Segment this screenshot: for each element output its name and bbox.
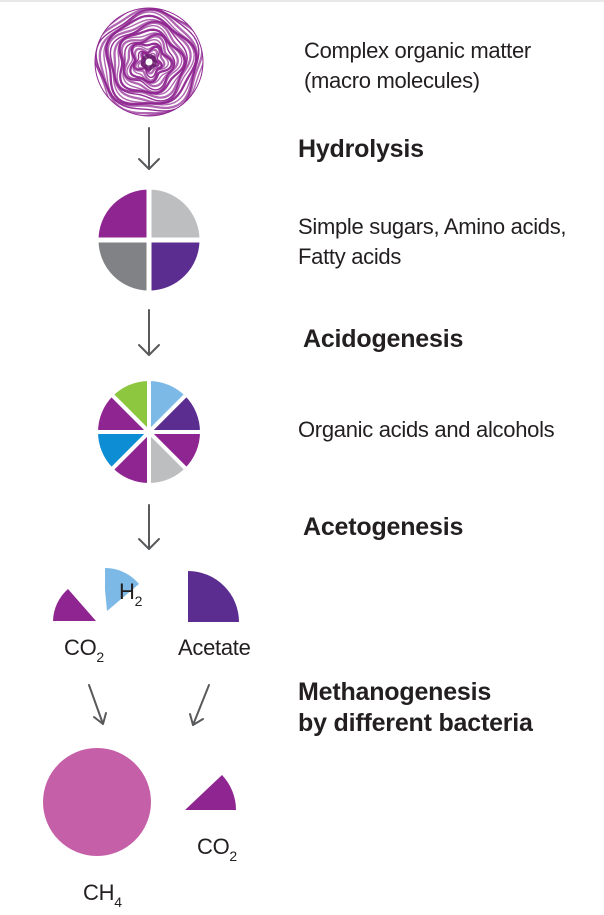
acetate-label: Acetate (178, 635, 251, 660)
swirl-line (98, 8, 199, 110)
swirl-line (95, 8, 203, 115)
arrow-down-icon (138, 127, 160, 170)
swirl-line (116, 24, 187, 96)
complex-matter-icon (94, 7, 204, 117)
simple-compounds-icon (93, 184, 205, 296)
co2-methanogenesis-base: CO (197, 834, 230, 859)
co2-label-subscript: 2 (96, 649, 104, 665)
stage-acetogenesis: Acetogenesis (303, 513, 464, 541)
h2-label-subscript: 2 (134, 593, 143, 609)
swirl-line (120, 32, 179, 94)
acetate-icon (188, 571, 239, 622)
stage-hydrolysis: Hydrolysis (298, 135, 424, 163)
swirl-line (109, 20, 188, 102)
complex-matter-label-line1: Complex organic matter (304, 38, 531, 63)
co2-wedge-icon (185, 775, 236, 810)
arrow-diagonal-icon (189, 684, 210, 726)
co2-methanogenesis-subscript: 2 (229, 848, 237, 864)
top-divider (0, 0, 604, 2)
swirl-line (132, 45, 166, 82)
arrow-down-icon (138, 309, 160, 356)
simple-compounds-label-line1: Simple sugars, Amino acids, (298, 214, 567, 239)
swirl-line (133, 46, 163, 79)
stage-methanogenesis-line1: Methanogenesis (298, 678, 492, 706)
ch4-label: CH4 (83, 880, 122, 909)
h2-label: H2 (119, 579, 142, 608)
methane-icon (43, 748, 151, 856)
ch4-label-subscript: 4 (114, 894, 122, 910)
organic-acids-label: Organic acids and alcohols (298, 417, 555, 442)
simple-compounds-label-line2: Fatty acids (298, 244, 402, 269)
co2-h2-icon (53, 567, 139, 621)
co2-methanogenesis-label: CO2 (197, 834, 237, 863)
swirl-line (113, 21, 187, 99)
ch4-label-base: CH (83, 880, 115, 905)
h2-label-base: H (119, 579, 135, 604)
swirl-line (118, 28, 186, 95)
co2-label: CO2 (64, 635, 104, 664)
segment (109, 377, 151, 434)
swirl-line (119, 32, 183, 95)
stage-acidogenesis: Acidogenesis (303, 325, 464, 353)
complex-matter-label-line2: (macro molecules) (304, 68, 480, 93)
arrow-diagonal-icon (88, 684, 107, 725)
swirl-line (95, 8, 200, 112)
arrow-down-icon (138, 504, 160, 550)
co2-label-base: CO (64, 635, 97, 660)
stage-methanogenesis-line2: by different bacteria (298, 709, 533, 737)
organic-acids-icon (94, 377, 204, 487)
